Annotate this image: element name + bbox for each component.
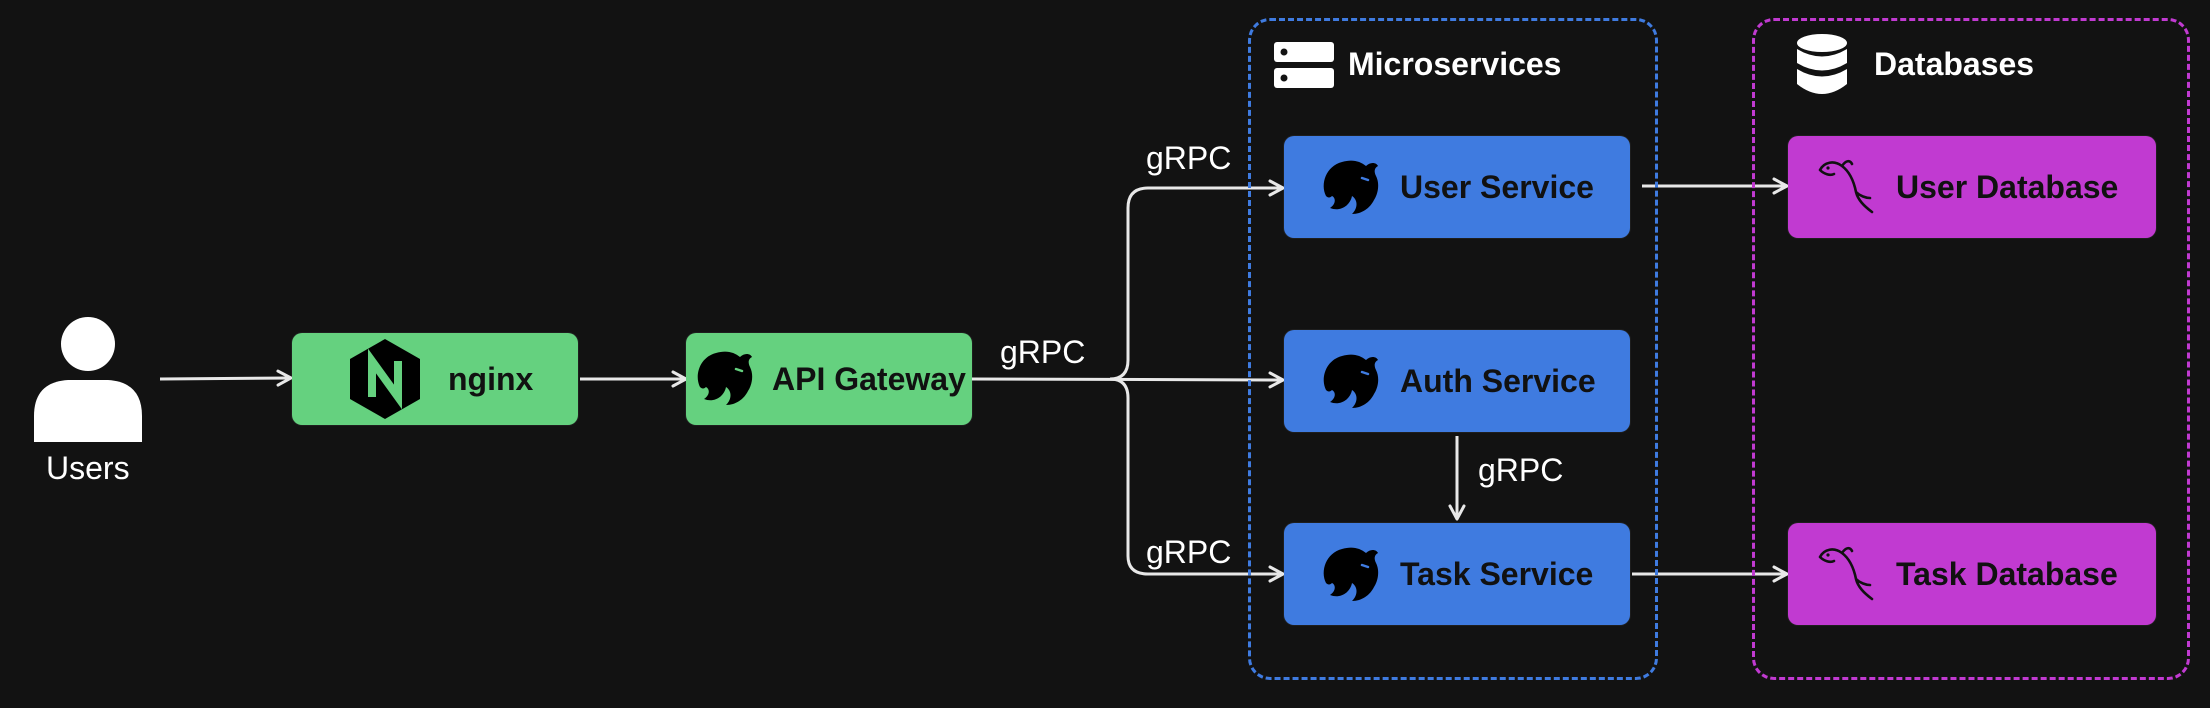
edge-label-user-service-grpc: gRPC	[1146, 140, 1232, 176]
user-service-label: User Service	[1400, 168, 1594, 205]
edge-gateway-to-user-service	[1109, 179, 1285, 381]
nginx-label: nginx	[448, 360, 534, 397]
databases-title: Databases	[1874, 46, 2035, 82]
auth-service-label: Auth Service	[1400, 362, 1596, 399]
auth-service-node[interactable]: Auth Service	[1284, 330, 1630, 432]
database-icon	[1797, 34, 1847, 94]
edge-label-auth-to-task-grpc: gRPC	[1478, 452, 1564, 488]
edge-label-task-service-grpc: gRPC	[1146, 534, 1232, 570]
microservices-title: Microservices	[1348, 46, 1562, 82]
task-database-node[interactable]: Task Database	[1788, 523, 2156, 625]
nestjs-icon	[1323, 160, 1379, 214]
user-database-node[interactable]: User Database	[1788, 136, 2156, 238]
mysql-dolphin-icon	[1818, 546, 1874, 601]
user-icon	[34, 317, 142, 442]
edge-users-to-nginx	[159, 369, 293, 387]
databases-group	[1752, 18, 2190, 680]
nginx-node[interactable]: nginx	[292, 333, 578, 425]
user-service-node[interactable]: User Service	[1284, 136, 1630, 238]
nestjs-icon	[1323, 547, 1379, 601]
server-icon	[1274, 42, 1334, 88]
task-service-label: Task Service	[1400, 555, 1594, 592]
nestjs-icon	[1323, 354, 1379, 408]
edge-gateway-to-task-service	[1109, 377, 1285, 583]
users-label: Users	[46, 450, 130, 486]
api-gateway-node[interactable]: API Gateway	[686, 333, 972, 425]
nestjs-icon	[697, 351, 753, 405]
nginx-icon	[350, 339, 420, 419]
edge-label-gateway-grpc: gRPC	[1000, 334, 1086, 370]
edge-gateway-to-auth-service	[971, 371, 1285, 389]
api-gateway-label: API Gateway	[772, 360, 966, 397]
microservices-group	[1248, 18, 1658, 680]
task-database-label: Task Database	[1896, 555, 2118, 592]
user-database-label: User Database	[1896, 168, 2119, 205]
task-service-node[interactable]: Task Service	[1284, 523, 1630, 625]
mysql-dolphin-icon	[1818, 159, 1874, 214]
